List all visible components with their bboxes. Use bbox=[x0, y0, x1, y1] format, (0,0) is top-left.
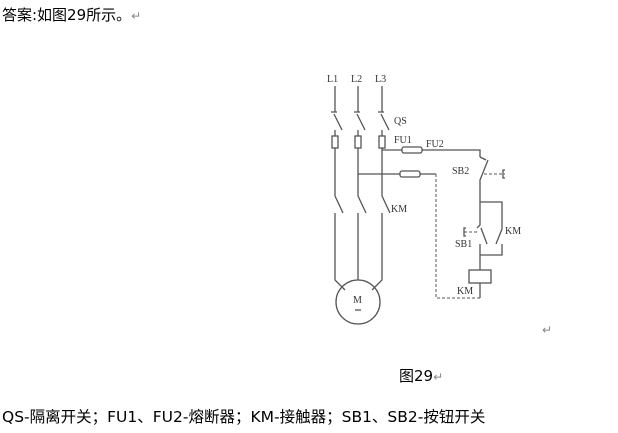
figure-caption-text: 图29 bbox=[399, 367, 434, 385]
label-FU2: FU2 bbox=[426, 139, 444, 150]
label-QS: QS bbox=[394, 116, 407, 127]
motor-label: M bbox=[353, 295, 362, 306]
label-FU1: FU1 bbox=[394, 135, 412, 146]
figure-caption: 图29↵ bbox=[399, 365, 443, 386]
label-L1: L1 bbox=[327, 74, 338, 85]
label-SB1: SB1 bbox=[455, 239, 472, 250]
label-KM-aux: KM bbox=[505, 226, 521, 237]
control-circuit bbox=[358, 146, 505, 299]
answer-line: 答案:如图29所示。↵ bbox=[2, 4, 141, 25]
legend-line: QS-隔离开关；FU1、FU2-熔断器；KM-接触器；SB1、SB2-按钮开关 bbox=[2, 405, 485, 427]
answer-text: 答案:如图29所示。 bbox=[2, 6, 132, 24]
label-KM-coil: KM bbox=[457, 286, 473, 297]
motor: M bbox=[335, 279, 381, 325]
legend-text: QS-隔离开关；FU1、FU2-熔断器；KM-接触器；SB1、SB2-按钮开关 bbox=[2, 408, 486, 426]
return-mark: ↵ bbox=[433, 370, 444, 384]
return-mark: ↵ bbox=[131, 9, 142, 23]
label-L2: L2 bbox=[351, 74, 362, 85]
label-KM-main: KM bbox=[391, 204, 407, 215]
three-phase-lines bbox=[331, 86, 391, 291]
label-SB2: SB2 bbox=[452, 166, 469, 177]
label-L3: L3 bbox=[375, 74, 386, 85]
return-mark: ↵ bbox=[542, 323, 552, 337]
